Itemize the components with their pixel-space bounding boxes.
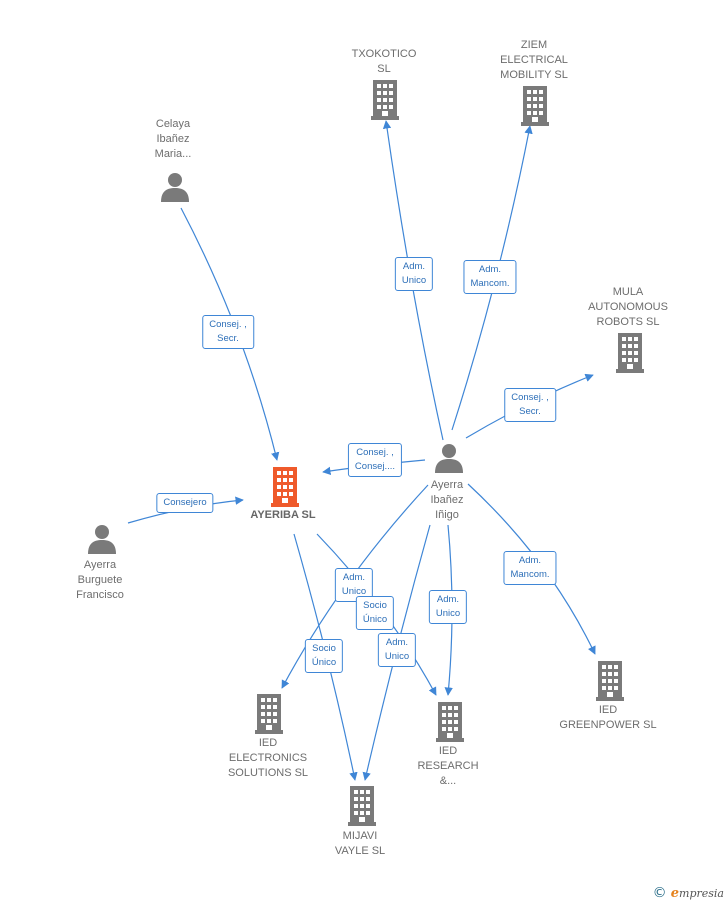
edge-label-e11[interactable]: Adm. Unico [377,633,417,667]
building-icon-ied_electronics[interactable] [255,694,283,734]
node-label-ied_research[interactable]: IED RESEARCH &... [417,745,479,787]
edge-label-e4[interactable]: Consej. , Secr. [504,388,556,422]
edge-label-e6[interactable]: Consejero [156,493,214,513]
edge-label-e12[interactable]: Socio Único [304,639,344,673]
building-icon-ied_research[interactable] [436,702,464,742]
edge-label-e1[interactable]: Adm. Unico [394,257,434,291]
node-label-ayerra_francisco[interactable]: Ayerra Burguete Francisco [76,559,124,601]
building-icon-ayeriba[interactable] [271,467,299,507]
building-icon-mijavi[interactable] [348,786,376,826]
edge-label-e3[interactable]: Consej. , Secr. [202,315,254,349]
building-icon-ied_greenpower[interactable] [596,661,624,701]
edge-label-e7[interactable]: Adm. Mancom. [503,551,557,585]
brand-initial: e [670,886,680,901]
empresia-logo[interactable]: © empresia [653,885,724,901]
node-label-celaya[interactable]: Celaya Ibañez Maria... [154,118,192,160]
copyright-icon: © [652,885,667,901]
building-icon-ziem[interactable] [521,86,549,126]
node-label-mula[interactable]: MULA AUTONOMOUS ROBOTS SL [588,286,668,328]
brand-name: mpresia [679,887,724,900]
node-label-ied_greenpower[interactable]: IED GREENPOWER SL [559,704,657,731]
person-icon-ayerra_inigo[interactable] [435,444,463,473]
person-icon-ayerra_francisco[interactable] [88,525,116,554]
person-icon-celaya[interactable] [161,173,189,202]
building-icon-txokotico[interactable] [371,80,399,120]
edge-label-e2[interactable]: Adm. Mancom. [463,260,517,294]
node-label-ayerra_inigo[interactable]: Ayerra Ibañez Iñigo [430,479,464,521]
edge-label-e10[interactable]: Adm. Unico [428,590,468,624]
edge-label-e5[interactable]: Consej. , Consej.... [347,443,403,477]
building-icon-mula[interactable] [616,333,644,373]
node-label-ied_electronics[interactable]: IED ELECTRONICS SOLUTIONS SL [227,737,309,779]
node-label-txokotico[interactable]: TXOKOTICO SL [351,48,417,75]
node-label-ziem[interactable]: ZIEM ELECTRICAL MOBILITY SL [500,39,568,81]
node-label-ayeriba[interactable]: AYERIBA SL [250,509,316,521]
node-label-mijavi[interactable]: MIJAVI VAYLE SL [334,830,386,857]
edge-label-e9[interactable]: Socio Único [355,596,395,630]
